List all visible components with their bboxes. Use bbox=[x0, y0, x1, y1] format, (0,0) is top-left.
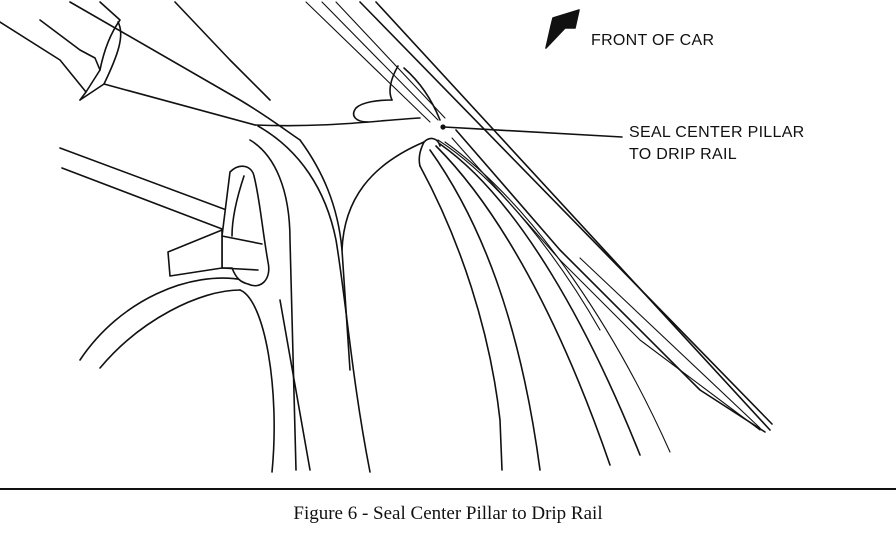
callout-leader-line bbox=[440, 124, 623, 138]
drip-rail bbox=[305, 1, 773, 433]
center-pillar bbox=[257, 125, 671, 473]
figure-caption: Figure 6 - Seal Center Pillar to Drip Ra… bbox=[293, 503, 603, 524]
roof-trim bbox=[0, 1, 421, 141]
pillar-seal-lip bbox=[352, 65, 441, 167]
caption-divider bbox=[0, 488, 896, 490]
callout-label-line1: SEAL CENTER PILLAR bbox=[629, 124, 805, 141]
front-of-car-label: FRONT OF CAR bbox=[591, 32, 714, 49]
front-direction-arrow-icon bbox=[545, 9, 580, 49]
weatherstrip-seal bbox=[167, 165, 270, 287]
rear-door-frame bbox=[59, 139, 311, 473]
callout-label-line2: TO DRIP RAIL bbox=[629, 146, 737, 163]
